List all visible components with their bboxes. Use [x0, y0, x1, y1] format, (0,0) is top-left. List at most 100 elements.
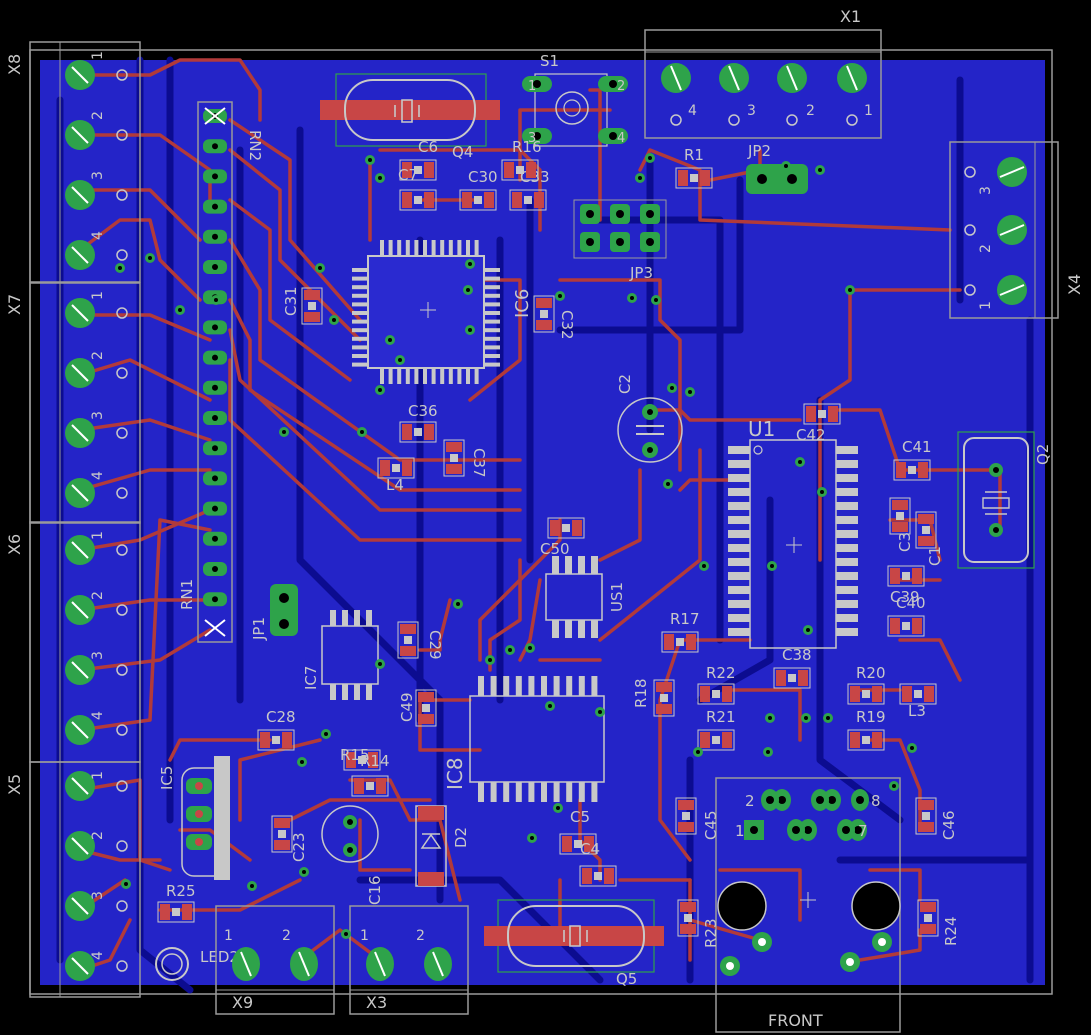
- svg-text:3: 3: [90, 651, 106, 660]
- svg-text:1: 1: [224, 928, 233, 944]
- jumper-jp1: JP1: [250, 584, 298, 641]
- smd-r19: R19: [847, 708, 886, 751]
- jumper-jp2: JP2: [746, 142, 808, 194]
- svg-text:2: 2: [90, 111, 106, 120]
- svg-text:1: 1: [978, 301, 994, 310]
- label-c2: C2: [616, 374, 634, 394]
- smd-c28: C28: [257, 708, 296, 751]
- svg-text:3: 3: [528, 131, 536, 146]
- label-r16: R16: [512, 138, 542, 156]
- crystal-q2: Q2: [957, 431, 1052, 569]
- smd-c23: C23: [271, 815, 308, 862]
- smd-r14: R14: [351, 752, 390, 797]
- smd-r20: R20: [847, 664, 886, 705]
- connector-x8: X8: [5, 41, 141, 283]
- label-u1: U1: [748, 417, 775, 441]
- label-c45: C45: [702, 810, 720, 840]
- smd-c46: C46: [915, 797, 958, 840]
- connector-front: 2 8 1 7 FRONT: [715, 777, 901, 1033]
- svg-text:4: 4: [617, 131, 625, 146]
- label-r14: R14: [360, 752, 390, 770]
- smd-c40: C40: [887, 594, 926, 637]
- smd-r25: R25: [157, 882, 196, 923]
- label-c42: C42: [796, 426, 826, 444]
- svg-text:2: 2: [90, 591, 106, 600]
- label-c1: C1: [926, 546, 944, 566]
- label-rn2: RN2: [246, 130, 264, 161]
- label-c32: C32: [558, 310, 576, 340]
- svg-text:1: 1: [735, 822, 745, 840]
- svg-text:7: 7: [858, 822, 868, 840]
- label-l3: L3: [908, 702, 926, 720]
- crystal-q5: Q5: [484, 899, 664, 988]
- label-x9: X9: [232, 993, 253, 1012]
- label-c36: C36: [408, 402, 438, 420]
- label-c7: C7: [398, 166, 418, 184]
- top-traces: [78, 58, 1002, 972]
- label-x6: X6: [5, 534, 24, 555]
- ic7-ic: IC7: [302, 610, 379, 700]
- smd-c39: C39: [887, 565, 925, 606]
- label-c5: C5: [570, 808, 590, 826]
- svg-text:2: 2: [978, 244, 994, 253]
- svg-text:4: 4: [90, 711, 106, 720]
- smd-c31: C31: [282, 286, 323, 325]
- label-led2: LED2: [200, 948, 239, 966]
- smd-components: C6C7C30C33R16R1C31C32C36C37L4C50C29C49C2…: [157, 138, 960, 948]
- smd-c3: C3: [889, 497, 914, 552]
- svg-text:4: 4: [688, 103, 697, 119]
- label-c49: C49: [398, 692, 416, 722]
- label-c28: C28: [266, 708, 296, 726]
- label-c23: C23: [290, 832, 308, 862]
- smd-r23: R23: [677, 899, 720, 948]
- smd-c41: C41: [893, 438, 932, 481]
- smd-c36: C36: [399, 402, 438, 443]
- smd-c7: C7: [398, 166, 437, 211]
- resistor-network: RN2 RN1: [178, 101, 264, 643]
- smd-c4: C4: [579, 840, 617, 887]
- svg-text:3: 3: [90, 411, 106, 420]
- connector-x3: 1 2 X3: [349, 905, 469, 1015]
- diode-d2: D2: [415, 805, 470, 887]
- smd-c45: C45: [675, 797, 720, 840]
- smd-r17: R17: [661, 610, 700, 653]
- smd-c37: C37: [443, 439, 488, 478]
- jumper-jp3: JP3: [573, 199, 667, 282]
- label-r20: R20: [856, 664, 886, 682]
- us1-ic: US1: [545, 556, 626, 638]
- label-jp2: JP2: [747, 142, 771, 160]
- smd-c38: C38: [773, 646, 812, 689]
- label-c4: C4: [580, 840, 600, 858]
- left-pin-numbers: 1 2 3 4 1 2 3 4 1 2 3 4 1 2 3 4: [90, 51, 106, 960]
- label-r21: R21: [706, 708, 736, 726]
- label-x4: X4: [1065, 274, 1084, 295]
- led-led2: LED2: [155, 947, 239, 981]
- label-x7: X7: [5, 294, 24, 315]
- label-r22: R22: [706, 664, 736, 682]
- label-c29: C29: [426, 630, 444, 660]
- svg-text:2: 2: [90, 831, 106, 840]
- copper-pour: [40, 60, 1045, 985]
- smd-l4: L4: [377, 457, 415, 494]
- label-front: FRONT: [768, 1011, 823, 1030]
- capacitor-c2: C2: [616, 374, 683, 463]
- label-c50: C50: [540, 540, 570, 558]
- connector-x1: X1 4 3 2 1: [644, 7, 882, 139]
- ic6-qfp: IC6: [352, 240, 533, 384]
- label-jp3: JP3: [629, 264, 653, 282]
- label-x1: X1: [840, 7, 861, 26]
- smd-c32: C32: [533, 295, 576, 340]
- svg-text:2: 2: [90, 351, 106, 360]
- label-c31: C31: [282, 286, 300, 316]
- label-d2: D2: [452, 827, 470, 848]
- label-x3: X3: [366, 993, 387, 1012]
- switch-s1: S1 1 2 3 4: [522, 52, 628, 147]
- connector-x9: 1 2 X9: [215, 905, 335, 1015]
- label-c39: C39: [890, 588, 920, 606]
- svg-text:4: 4: [90, 231, 106, 240]
- ic8-ic: IC8: [443, 676, 605, 802]
- capacitor-c16: C16: [321, 805, 384, 905]
- label-r25: R25: [166, 882, 196, 900]
- svg-text:8: 8: [871, 792, 881, 810]
